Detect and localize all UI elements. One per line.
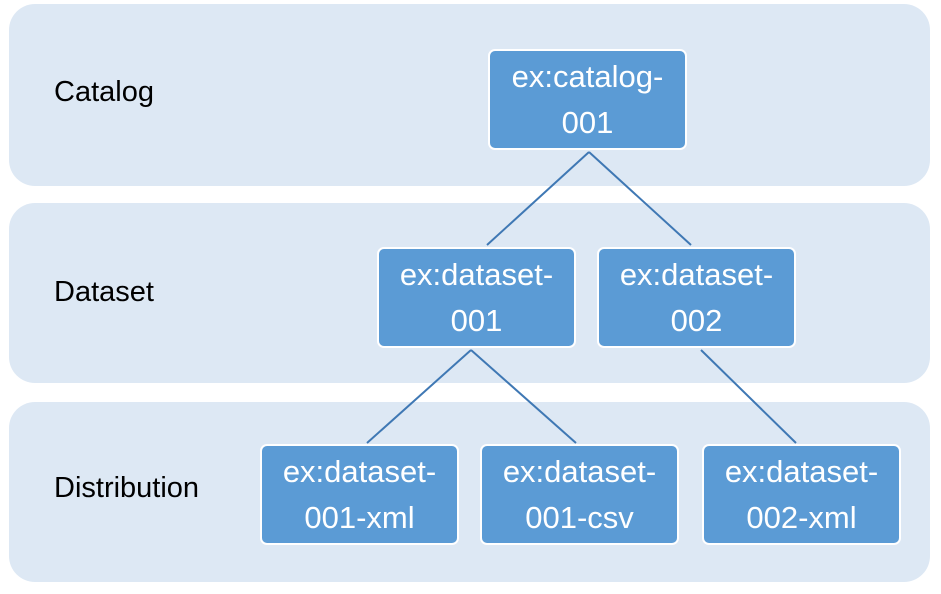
node-dataset-001-xml-line2: 001-xml	[304, 499, 415, 535]
node-dataset-001-csv[interactable]: ex:dataset- 001-csv	[480, 444, 679, 545]
edge-catalog-to-dataset-001	[486, 151, 590, 246]
node-dataset-001-line2: 001	[450, 302, 503, 338]
edge-dataset-001-to-csv	[470, 349, 577, 444]
node-dataset-001-line1: ex:dataset-	[399, 256, 554, 292]
distribution-tier-label: Distribution	[54, 472, 200, 504]
dataset-tier-label: Dataset	[54, 276, 154, 308]
edge-dataset-001-to-xml	[366, 349, 472, 444]
node-catalog-001-line2: 001	[561, 104, 614, 140]
node-dataset-002-xml[interactable]: ex:dataset- 002-xml	[702, 444, 901, 545]
edge-dataset-002-to-xml	[700, 349, 797, 444]
node-catalog-001-line1: ex:catalog-	[511, 58, 664, 94]
node-dataset-001-csv-line1: ex:dataset-	[502, 453, 657, 489]
node-dataset-002-line2: 002	[670, 302, 723, 338]
node-dataset-002-xml-line2: 002-xml	[746, 499, 857, 535]
node-dataset-001[interactable]: ex:dataset- 001	[377, 247, 576, 348]
node-dataset-002-line1: ex:dataset-	[619, 256, 774, 292]
catalog-tier-band: Catalog	[9, 4, 930, 186]
node-dataset-001-xml-line1: ex:dataset-	[282, 453, 437, 489]
edge-catalog-to-dataset-002	[588, 151, 692, 246]
node-dataset-001-xml[interactable]: ex:dataset- 001-xml	[260, 444, 459, 545]
node-dataset-002-xml-line1: ex:dataset-	[724, 453, 879, 489]
node-dataset-002[interactable]: ex:dataset- 002	[597, 247, 796, 348]
catalog-tier-label: Catalog	[54, 76, 154, 108]
node-dataset-001-csv-line2: 001-csv	[525, 499, 634, 535]
node-catalog-001[interactable]: ex:catalog- 001	[488, 49, 687, 150]
